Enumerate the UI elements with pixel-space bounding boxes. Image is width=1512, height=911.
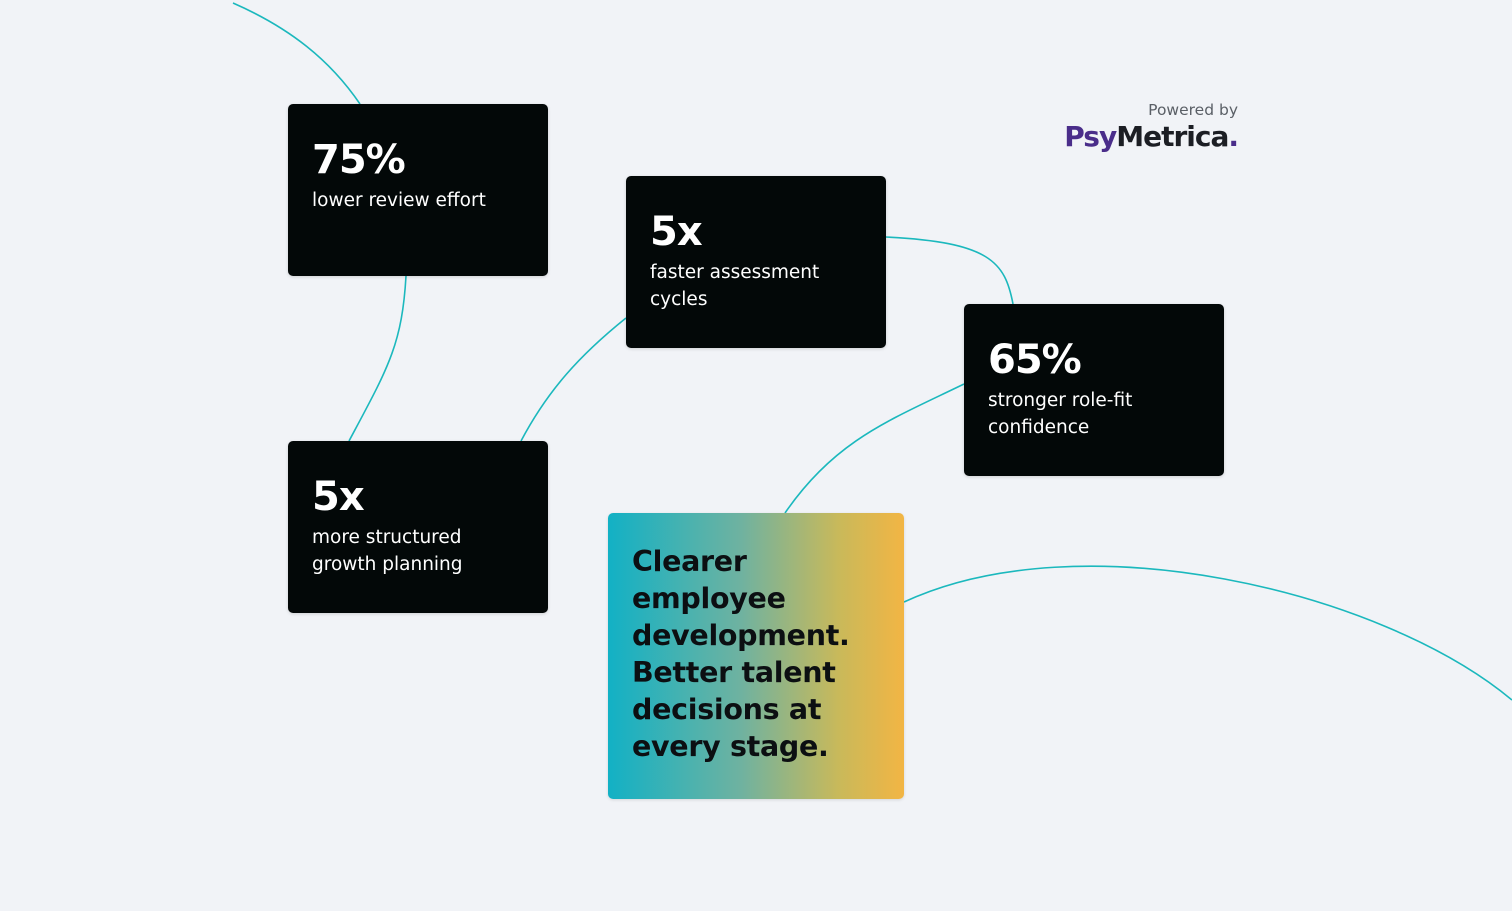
powered-by-label: Powered by xyxy=(1148,101,1238,119)
stat-card-review-effort: 75% lower review effort xyxy=(288,104,548,276)
connector-line xyxy=(520,317,627,442)
stat-value: 75% xyxy=(312,137,406,183)
connector-line xyxy=(232,2,361,105)
stat-value: 65% xyxy=(988,337,1082,383)
stat-label: faster assessment cycles xyxy=(650,262,820,310)
headline-text: Clearer employee development. Better tal… xyxy=(632,545,850,763)
stat-card-assessment-cycles: 5x faster assessment cycles xyxy=(626,176,886,348)
connector-line xyxy=(784,383,965,514)
stat-value: 5x xyxy=(650,209,703,255)
stat-card-role-fit: 65% stronger role-fit confidence xyxy=(964,304,1224,476)
stat-label: lower review effort xyxy=(312,190,486,211)
logo-dot: . xyxy=(1228,120,1239,153)
logo-text-metrica: Metrica xyxy=(1116,120,1229,153)
stat-card-growth-planning: 5x more structured growth planning xyxy=(288,441,548,613)
powered-by-brand: Powered by PsyMetrica. xyxy=(1064,100,1239,154)
psymetrica-logo: PsyMetrica. xyxy=(1064,120,1239,154)
stat-value: 5x xyxy=(312,474,365,520)
logo-text-psy: Psy xyxy=(1064,120,1117,153)
connector-line xyxy=(885,236,1014,305)
stat-label: stronger role-fit confidence xyxy=(988,390,1133,438)
connector-line xyxy=(903,565,1512,701)
headline-card: Clearer employee development. Better tal… xyxy=(608,513,904,799)
connector-line xyxy=(348,275,407,442)
stat-label: more structured growth planning xyxy=(312,527,463,575)
